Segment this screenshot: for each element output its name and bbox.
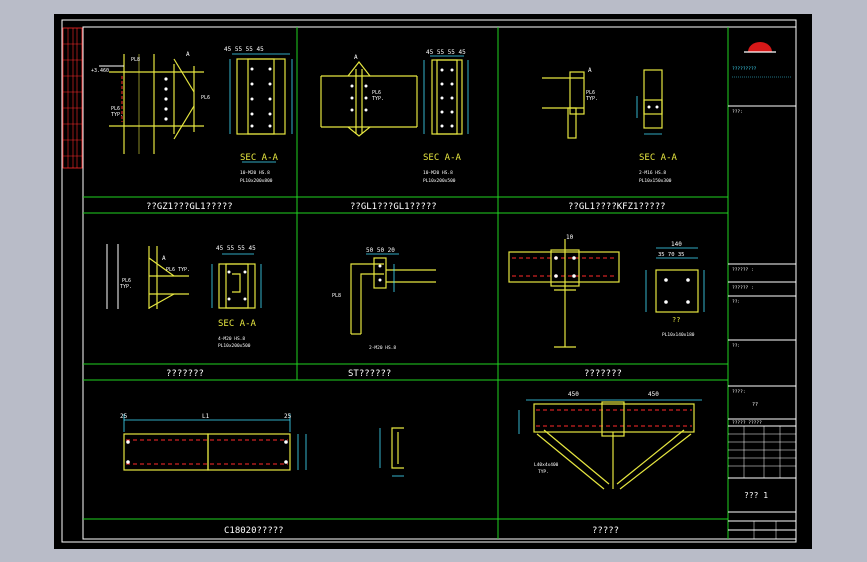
p4-typ: TYP.: [120, 284, 132, 290]
p7-l1: L1: [202, 413, 210, 420]
p2-caption: ??GL1???GL1?????: [350, 202, 437, 212]
p6-caption: ???????: [584, 369, 622, 379]
p7-caption: C18020?????: [224, 526, 284, 536]
panel-2-detail: [320, 55, 469, 137]
p5-caption: ST??????: [348, 369, 391, 379]
left-strip: [62, 27, 83, 169]
tb-label-5: ????:: [732, 389, 746, 395]
panel-4-detail: [106, 244, 262, 309]
p6-mark: 10: [566, 234, 574, 241]
cad-drawing: 45 55 55 45 A +3.460 PL8 PL6 PL6 TYP. SE…: [61, 19, 797, 543]
title-block-table: [728, 426, 796, 539]
p6-note-1: PL10x140x180: [662, 332, 695, 338]
p1-pl-a: PL8: [131, 57, 140, 63]
panel-7-detail: [123, 414, 404, 477]
tb-label-0: ???:: [732, 109, 743, 115]
p4-pl: PL6: [122, 278, 131, 284]
p7-d25a: 25: [120, 413, 128, 420]
panel-3-detail: [542, 69, 663, 139]
p1-pl-b: PL6: [111, 106, 120, 112]
inner-frame: [82, 26, 797, 540]
p1-note-1: 10-M20 HS.8: [240, 170, 270, 176]
p4-note-1: 4-M20 HS.8: [218, 336, 245, 342]
panel-grid: [83, 27, 729, 539]
tb-label-4: ??:: [732, 343, 740, 349]
p3-mark-a: A: [588, 67, 592, 74]
panel-1-detail: [99, 53, 293, 163]
tb-label-6: ????? ?????: [732, 420, 762, 426]
p2-mark-a: A: [354, 54, 358, 61]
panel-5-detail: [350, 253, 436, 335]
p4-dim-top: 45 55 55 45: [216, 245, 256, 252]
p6-dim-sub: 35 70 35: [658, 252, 685, 258]
p6-tag: ??: [672, 316, 680, 324]
p2-pl: PL6: [372, 90, 381, 96]
tb-label-3: ??:: [732, 299, 740, 305]
p3-pl: PL6: [586, 90, 595, 96]
p7-d25b: 25: [284, 413, 292, 420]
p2-note-1: 10-M20 HS.8: [423, 170, 453, 176]
p1-caption: ??GZ1???GL1?????: [146, 202, 233, 212]
panel-8-detail: [518, 399, 702, 490]
p6-dim-top: 140: [671, 241, 682, 248]
p5-dim-top: 50 50 20: [366, 247, 395, 254]
p1-sec-title: SEC A-A: [240, 153, 279, 163]
p4-pl-typ: PL6 TYP.: [166, 267, 190, 273]
p4-sec-title: SEC A-A: [218, 319, 257, 329]
p3-note-1: 2-M16 HS.8: [639, 170, 666, 176]
p1-elev: +3.460: [91, 68, 109, 74]
p5-note-1: 2-M20 HS.8: [369, 345, 396, 351]
p1-pl-c: PL6: [201, 95, 210, 101]
p8-d450b: 450: [648, 391, 659, 398]
p1-dim-top: 45 55 55 45: [224, 46, 264, 53]
panel-6-detail: [508, 239, 705, 348]
drawing-canvas: 45 55 55 45 A +3.460 PL8 PL6 PL6 TYP. SE…: [54, 14, 812, 549]
p2-note-2: PL10x200x500: [423, 178, 456, 184]
p2-sec-title: SEC A-A: [423, 153, 462, 163]
company-name: ?????????: [732, 66, 757, 72]
p1-mark-a: A: [186, 51, 190, 58]
tb-label-2: ?????? :: [732, 285, 754, 291]
tb-scale: ??: [752, 402, 758, 408]
p1-typ: TYP.: [111, 112, 123, 118]
title-block-lines: [728, 105, 796, 531]
p8-d450a: 450: [568, 391, 579, 398]
sheet-number: ??? 1: [744, 491, 768, 500]
p8-brace: L40x4x400: [534, 462, 559, 468]
p4-mark-a: A: [162, 255, 166, 262]
p3-note-2: PL10x150x300: [639, 178, 672, 184]
p4-note-2: PL10x200x500: [218, 343, 251, 349]
p2-dim-top: 45 55 55 45: [426, 49, 466, 56]
p3-caption: ??GL1????KFZ1?????: [568, 202, 666, 212]
p4-caption: ???????: [166, 369, 204, 379]
p2-typ: TYP.: [372, 96, 384, 102]
p5-pl: PL8: [332, 293, 341, 299]
p3-typ: TYP.: [586, 96, 598, 102]
p1-note-2: PL10x200x800: [240, 178, 273, 184]
p3-sec-title: SEC A-A: [639, 153, 678, 163]
p8-typ: TYP.: [538, 469, 549, 475]
company-logo-icon: [748, 42, 772, 52]
outer-frame: [61, 19, 797, 543]
tb-label-1: ?????? :: [732, 267, 754, 273]
p8-caption: ?????: [592, 526, 619, 536]
